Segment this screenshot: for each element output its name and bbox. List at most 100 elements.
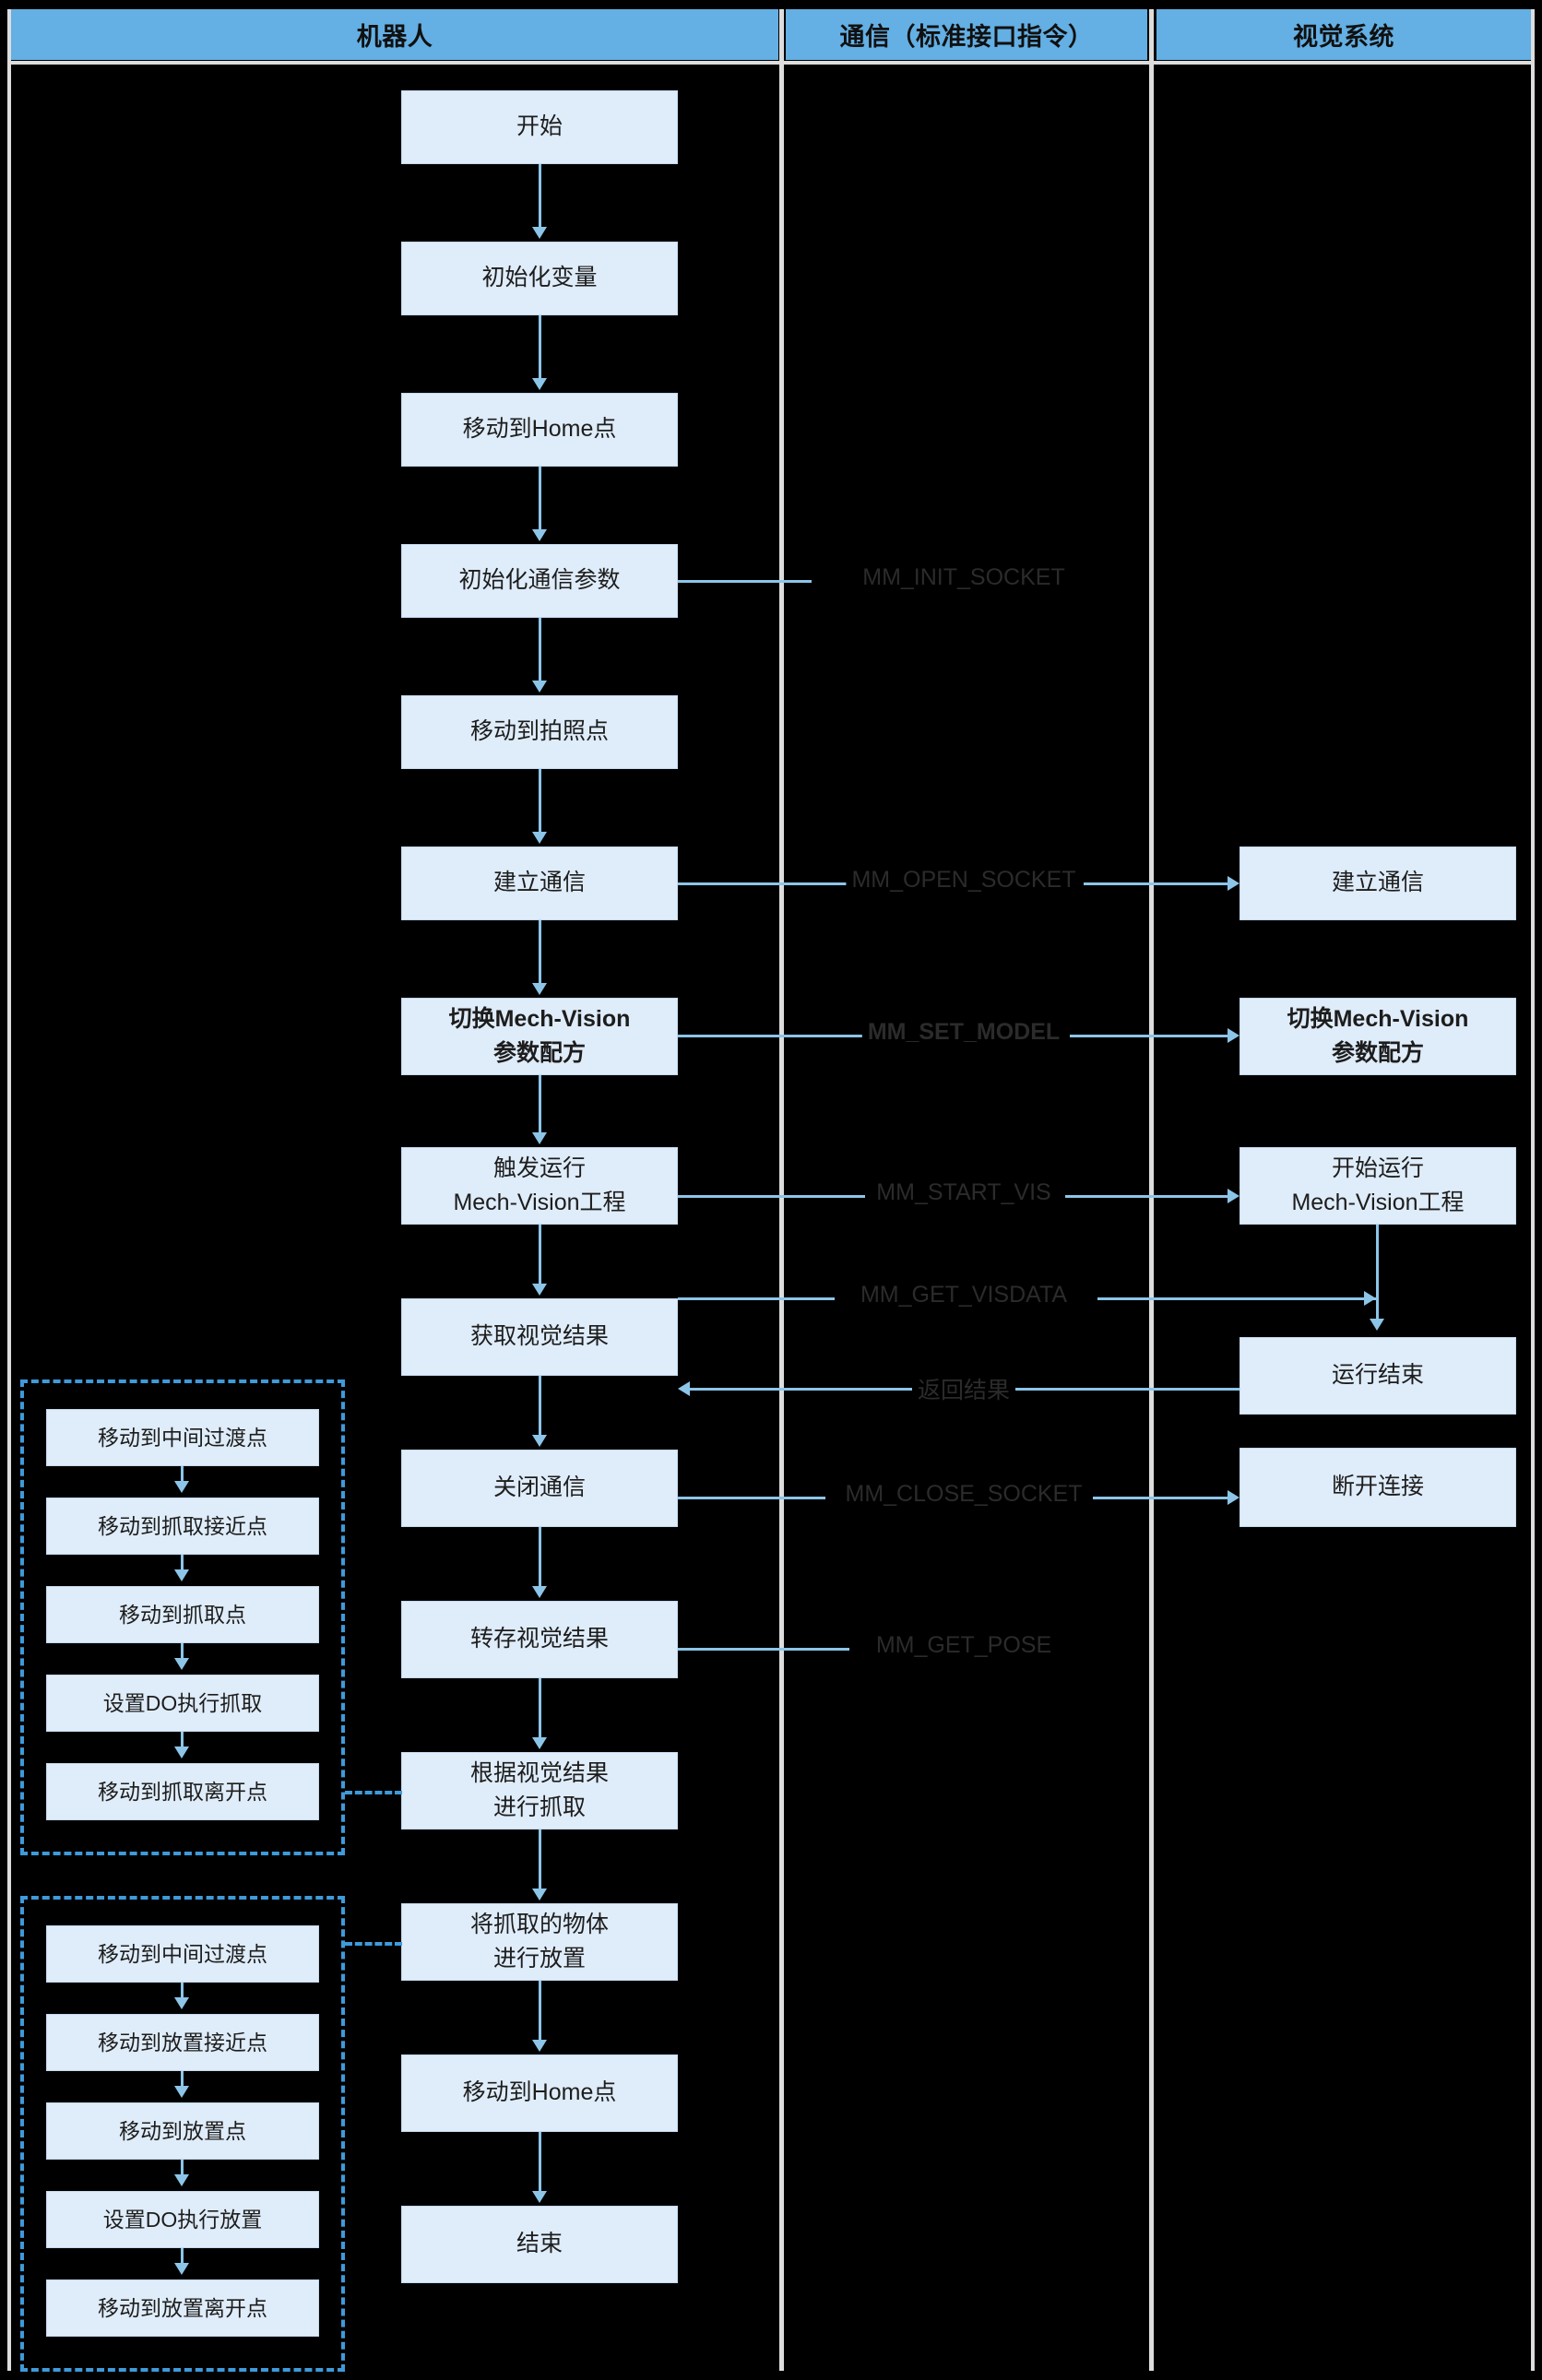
node-trigger-vision-project[interactable]: 触发运行 Mech-Vision工程	[401, 1147, 678, 1225]
arrowhead-right	[1228, 876, 1240, 891]
node-line: 移动到放置接近点	[98, 2030, 267, 2054]
command-label-get-pose: MM_GET_POSE	[870, 1632, 1058, 1659]
command-label-open-socket: MM_OPEN_SOCKET	[846, 867, 1082, 894]
node-move-capture-point[interactable]: 移动到拍照点	[401, 695, 678, 769]
arrowhead-down	[532, 1889, 547, 1900]
arrowhead-right	[1364, 1291, 1376, 1306]
node-pick-by-vision-result[interactable]: 根据视觉结果 进行抓取	[401, 1752, 678, 1829]
node-line: 切换Mech-Vision	[448, 1005, 631, 1032]
node-place-picked-object[interactable]: 将抓取的物体 进行放置	[401, 1903, 678, 1981]
connector-place-4-5	[181, 2248, 184, 2265]
vision-node-open-communication[interactable]: 建立通信	[1240, 847, 1516, 920]
node-line: 移动到抓取离开点	[98, 1779, 267, 1804]
connector-pick-3-4	[181, 1643, 184, 1660]
arrowhead-down	[1370, 1319, 1384, 1331]
arrowhead-down	[532, 529, 547, 541]
pick-node-set-do[interactable]: 设置DO执行抓取	[46, 1675, 319, 1732]
connector-save-result-to-pick	[539, 1678, 541, 1737]
node-line: 开始运行	[1331, 1154, 1424, 1181]
lane-header-robot: 机器人	[11, 9, 778, 60]
node-line: Mech-Vision工程	[1291, 1190, 1465, 1215]
connector-start-to-init	[539, 164, 541, 229]
line-return-result-right	[1014, 1388, 1240, 1391]
arrowhead-down	[532, 2191, 547, 2203]
vision-node-start-project[interactable]: 开始运行 Mech-Vision工程	[1240, 1147, 1516, 1225]
node-get-vision-result[interactable]: 获取视觉结果	[401, 1298, 678, 1376]
node-line: 参数配方	[492, 1040, 586, 1066]
place-node-departure-point[interactable]: 移动到放置离开点	[46, 2279, 319, 2337]
frame-header-underline	[7, 61, 1535, 65]
node-line: 进行放置	[492, 1946, 586, 1971]
connector-switch-recipe-to-trigger	[539, 1075, 541, 1132]
arrowhead-right	[1228, 1028, 1240, 1043]
node-open-communication[interactable]: 建立通信	[401, 847, 678, 920]
connector-get-result-to-close-comm	[539, 1376, 541, 1435]
pick-node-approach-point[interactable]: 移动到抓取接近点	[46, 1498, 319, 1555]
arrowhead-down	[174, 1997, 189, 2009]
pick-node-pick-point[interactable]: 移动到抓取点	[46, 1586, 319, 1643]
arrowhead-down	[532, 832, 547, 844]
connector-trigger-to-get-result	[539, 1225, 541, 1284]
node-line: 移动到中间过渡点	[98, 1941, 267, 1966]
node-line: 移动到中间过渡点	[98, 1425, 267, 1450]
node-line: 移动到放置离开点	[98, 2295, 267, 2320]
arrowhead-down	[532, 1284, 547, 1296]
node-init-comm-params[interactable]: 初始化通信参数	[401, 544, 678, 618]
place-node-transition-point[interactable]: 移动到中间过渡点	[46, 1925, 319, 1983]
arrowhead-down	[174, 1569, 189, 1581]
place-node-approach-point[interactable]: 移动到放置接近点	[46, 2014, 319, 2071]
lane-title-communication: 通信（标准接口指令）	[839, 23, 1094, 51]
node-end[interactable]: 结束	[401, 2206, 678, 2283]
line-set-model-left	[678, 1035, 862, 1037]
connector-pick-2-3	[181, 1555, 184, 1571]
line-close-socket-right	[1093, 1497, 1228, 1499]
arrowhead-down	[532, 2040, 547, 2052]
node-save-vision-result[interactable]: 转存视觉结果	[401, 1601, 678, 1678]
connector-open-comm-to-switch-recipe	[539, 920, 541, 985]
line-open-socket-right	[1084, 882, 1228, 885]
connector-home-to-comm-params	[539, 467, 541, 531]
place-node-set-do[interactable]: 设置DO执行放置	[46, 2191, 319, 2248]
connector-capture-to-open-comm	[539, 769, 541, 834]
frame-right-edge	[1531, 9, 1535, 2371]
lane-header-vision: 视觉系统	[1156, 9, 1531, 60]
connector-init-to-home	[539, 315, 541, 380]
pick-node-departure-point[interactable]: 移动到抓取离开点	[46, 1763, 319, 1820]
vision-node-disconnect[interactable]: 断开连接	[1240, 1448, 1516, 1527]
vision-node-switch-recipe[interactable]: 切换Mech-Vision 参数配方	[1240, 998, 1516, 1075]
arrowhead-down	[174, 2086, 189, 2098]
arrowhead-down	[174, 2263, 189, 2275]
node-move-home-2[interactable]: 移动到Home点	[401, 2054, 678, 2132]
connector-close-comm-to-save-result	[539, 1527, 541, 1586]
node-init-variables[interactable]: 初始化变量	[401, 242, 678, 315]
node-switch-vision-recipe[interactable]: 切换Mech-Vision 参数配方	[401, 998, 678, 1075]
line-get-pose	[678, 1648, 849, 1651]
vision-node-run-finished[interactable]: 运行结束	[1240, 1337, 1516, 1415]
lane-divider-1	[779, 9, 784, 2371]
node-line: 初始化变量	[481, 265, 598, 291]
node-move-home-1[interactable]: 移动到Home点	[401, 393, 678, 467]
place-node-place-point[interactable]: 移动到放置点	[46, 2102, 319, 2160]
node-close-communication[interactable]: 关闭通信	[401, 1450, 678, 1527]
arrowhead-down	[532, 983, 547, 995]
arrowhead-right	[1228, 1189, 1240, 1203]
node-start[interactable]: 开始	[401, 90, 678, 164]
node-line: 断开连接	[1331, 1474, 1424, 1500]
connector-pick-to-place	[539, 1829, 541, 1889]
arrowhead-down	[532, 1435, 547, 1447]
node-line: 结束	[516, 2231, 563, 2257]
group-place-sequence	[20, 1896, 345, 2372]
command-label-init-socket: MM_INIT_SOCKET	[857, 564, 1071, 591]
arrowhead-down	[532, 1737, 547, 1749]
node-line: 建立通信	[1331, 870, 1424, 896]
arrowhead-down	[174, 1658, 189, 1670]
node-line: 设置DO执行抓取	[102, 1690, 263, 1715]
pick-node-transition-point[interactable]: 移动到中间过渡点	[46, 1409, 319, 1466]
group-pick-sequence	[20, 1379, 345, 1855]
command-label-set-model: MM_SET_MODEL	[861, 1019, 1066, 1046]
lane-divider-2	[1149, 9, 1154, 2371]
arrowhead-down	[532, 1586, 547, 1598]
connector-place-to-home	[539, 1981, 541, 2040]
node-line: 移动到抓取点	[119, 1602, 246, 1627]
